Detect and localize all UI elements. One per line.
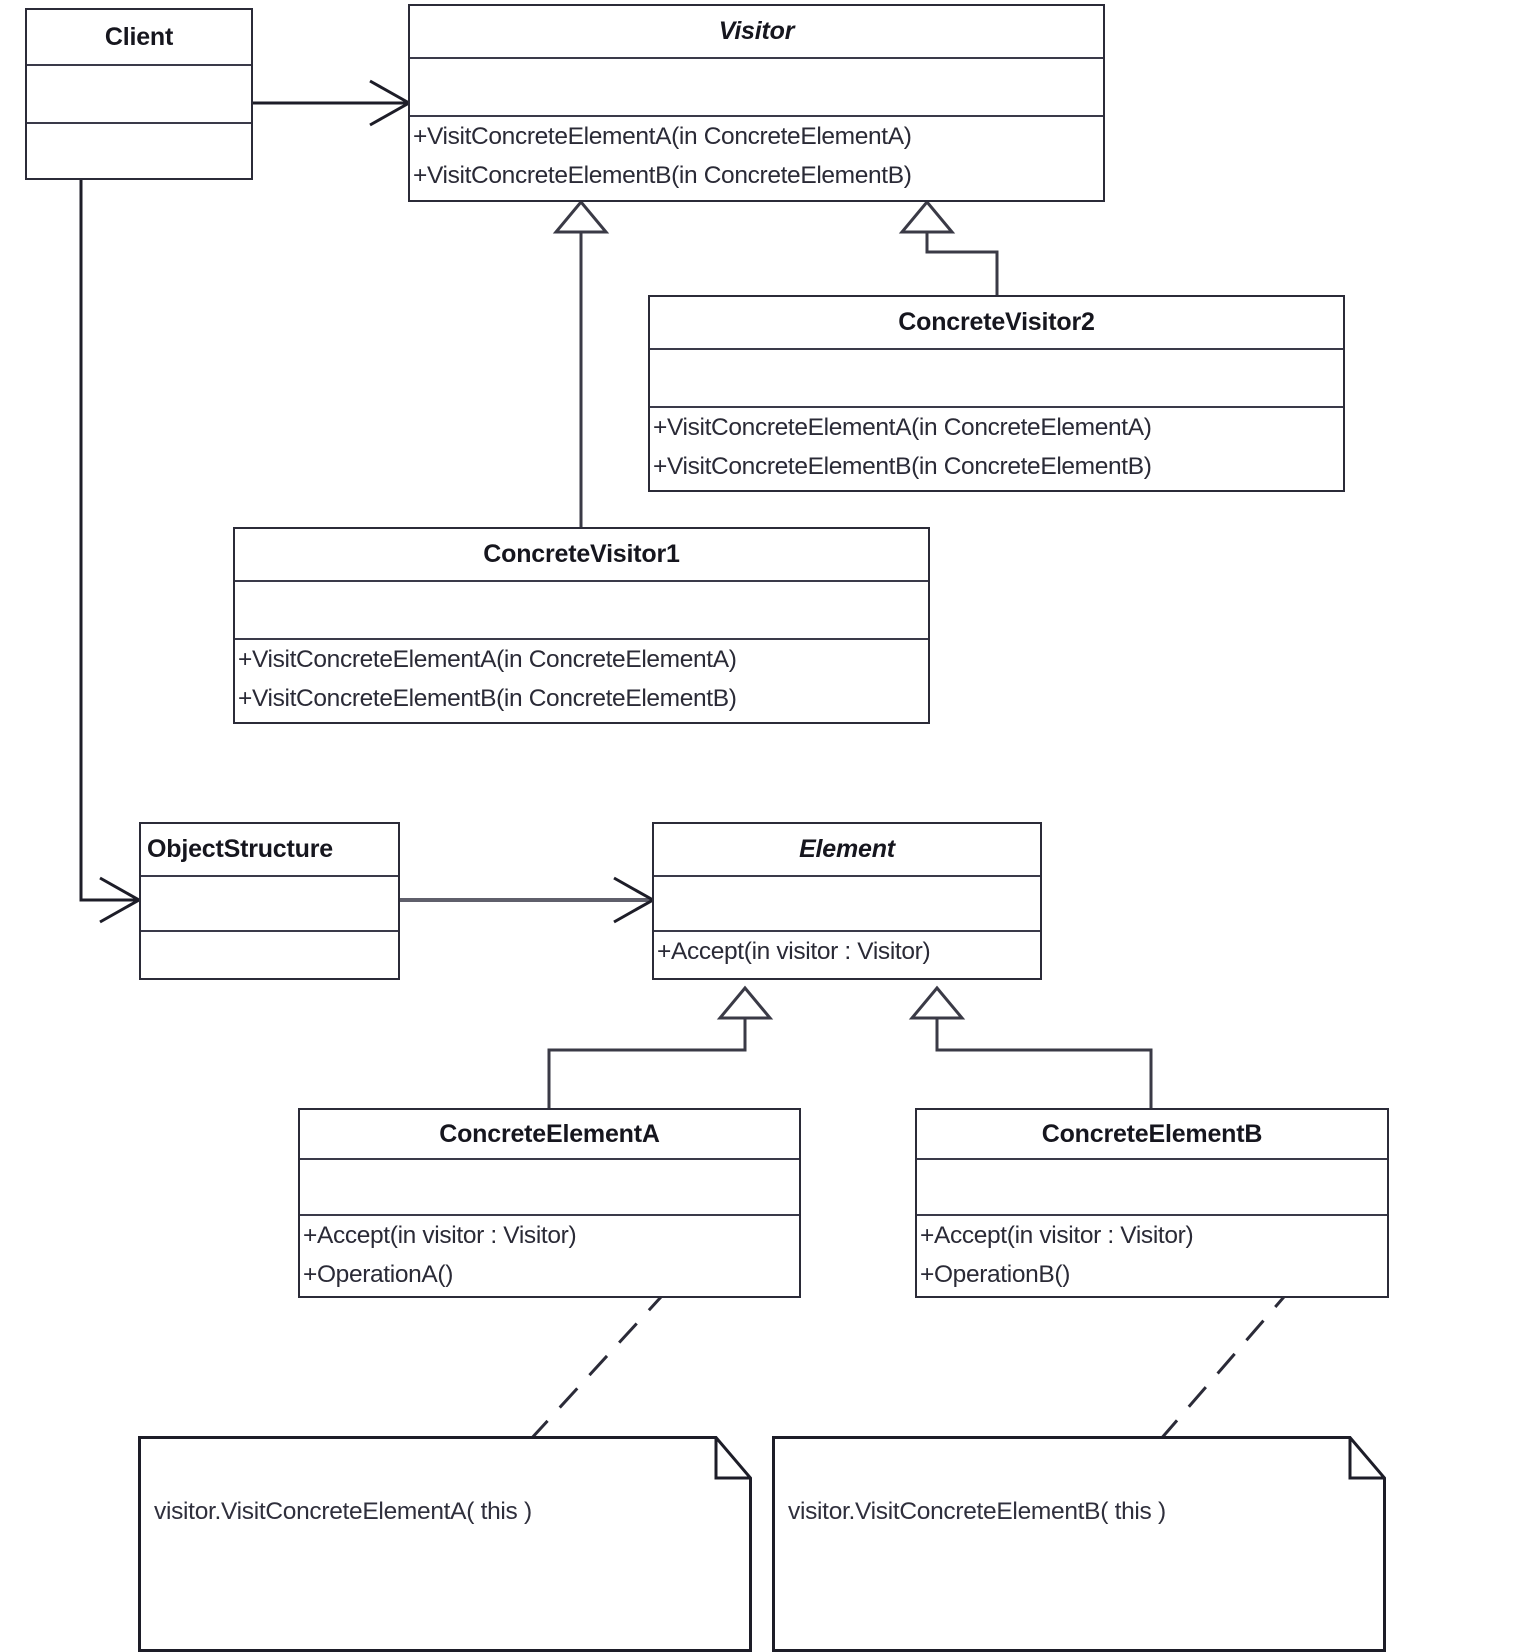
class-operations-concretevisitor2: +VisitConcreteElementA(in ConcreteElemen… [650,408,1343,490]
class-operations-concreteelementb: +Accept(in visitor : Visitor) +Operation… [917,1216,1387,1296]
class-attributes-objectstructure [141,877,398,932]
class-box-concreteelementb[interactable]: ConcreteElementB +Accept(in visitor : Vi… [915,1108,1389,1298]
class-title-concreteelementa: ConcreteElementA [300,1110,799,1160]
class-attributes-concreteelementb [917,1160,1387,1216]
class-operations-client [27,124,251,178]
note-shape-b [772,1436,1386,1652]
class-title-client: Client [27,10,251,66]
class-box-concretevisitor2[interactable]: ConcreteVisitor2 +VisitConcreteElementA(… [648,295,1345,492]
class-box-concretevisitor1[interactable]: ConcreteVisitor1 +VisitConcreteElementA(… [233,527,930,724]
operation-row: +OperationB() [920,1261,1071,1288]
generalization-concreteelementb-element [908,985,1153,1110]
operation-row: +VisitConcreteElementB(in ConcreteElemen… [413,162,912,189]
generalization-concreteelementa-element [547,985,774,1110]
operation-row: +VisitConcreteElementB(in ConcreteElemen… [653,453,1152,480]
class-box-concreteelementa[interactable]: ConcreteElementA +Accept(in visitor : Vi… [298,1108,801,1298]
class-title-objectstructure: ObjectStructure [141,824,398,877]
operation-row: +Accept(in visitor : Visitor) [657,938,931,965]
operation-row: +Accept(in visitor : Visitor) [920,1222,1194,1249]
class-box-element[interactable]: Element +Accept(in visitor : Visitor) [652,822,1042,980]
association-client-visitor [251,79,413,127]
class-box-visitor[interactable]: Visitor +VisitConcreteElementA(in Concre… [408,4,1105,202]
class-operations-visitor: +VisitConcreteElementA(in ConcreteElemen… [410,117,1103,200]
class-attributes-concretevisitor1 [235,582,928,640]
generalization-concretevisitor1-visitor [552,199,610,530]
class-title-concretevisitor1: ConcreteVisitor1 [235,529,928,582]
class-attributes-client [27,66,251,124]
note-text-b: visitor.VisitConcreteElementB( this ) [788,1498,1166,1525]
operation-row: +VisitConcreteElementB(in ConcreteElemen… [238,685,737,712]
operation-row: +VisitConcreteElementA(in ConcreteElemen… [413,123,912,150]
class-title-visitor: Visitor [410,6,1103,59]
note-text-a: visitor.VisitConcreteElementA( this ) [154,1498,532,1525]
class-title-concretevisitor2: ConcreteVisitor2 [650,297,1343,350]
class-operations-concretevisitor1: +VisitConcreteElementA(in ConcreteElemen… [235,640,928,722]
association-client-objectstructure [79,180,143,924]
operation-row: +VisitConcreteElementA(in ConcreteElemen… [653,414,1152,441]
class-attributes-concretevisitor2 [650,350,1343,408]
note-box-a[interactable]: visitor.VisitConcreteElementA( this ) [138,1436,752,1652]
class-operations-concreteelementa: +Accept(in visitor : Visitor) +Operation… [300,1216,799,1296]
class-title-concreteelementb: ConcreteElementB [917,1110,1387,1160]
association-objectstructure-element [398,876,657,924]
operation-row: +VisitConcreteElementA(in ConcreteElemen… [238,646,737,673]
note-shape-a [138,1436,752,1652]
class-box-client[interactable]: Client [25,8,253,180]
class-attributes-visitor [410,59,1103,117]
class-operations-element: +Accept(in visitor : Visitor) [654,932,1040,978]
class-title-element: Element [654,824,1040,877]
operation-row: +OperationA() [303,1261,454,1288]
class-box-objectstructure[interactable]: ObjectStructure [139,822,400,980]
operation-row: +Accept(in visitor : Visitor) [303,1222,577,1249]
note-box-b[interactable]: visitor.VisitConcreteElementB( this ) [772,1436,1386,1652]
class-attributes-concreteelementa [300,1160,799,1216]
class-attributes-element [654,877,1040,932]
generalization-concretevisitor2-visitor [898,199,999,296]
class-operations-objectstructure [141,932,398,978]
